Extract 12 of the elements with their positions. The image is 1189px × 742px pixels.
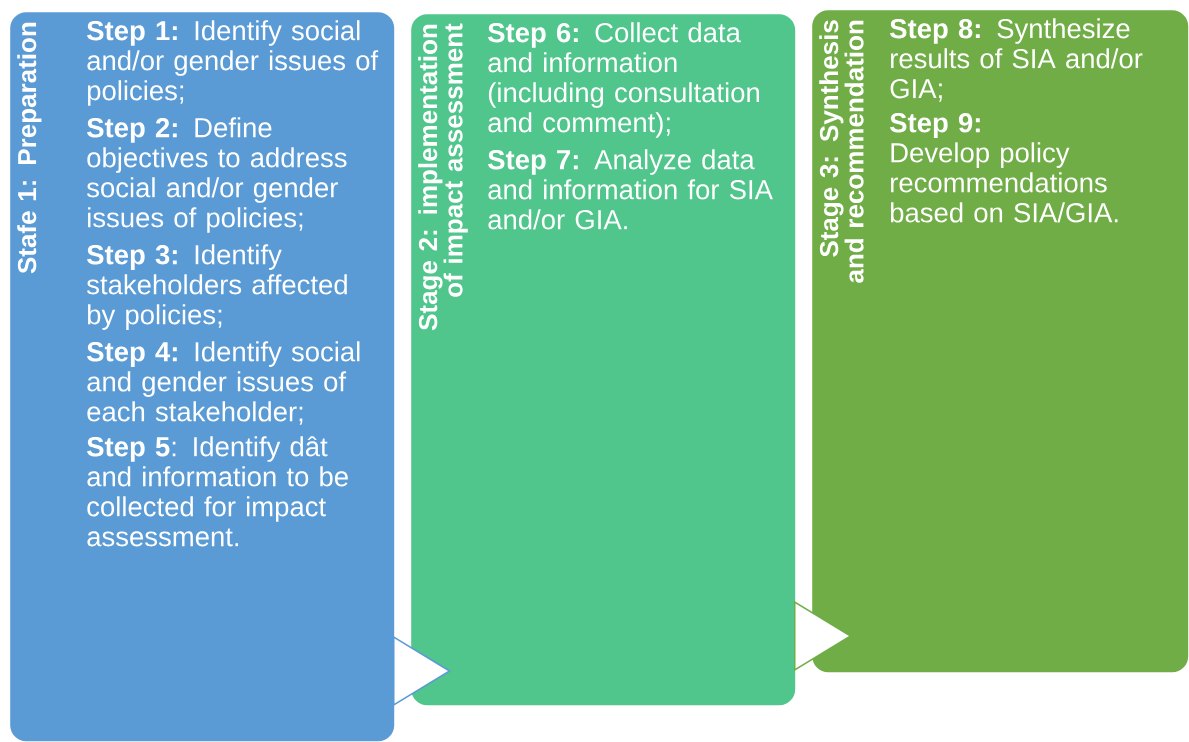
- step-text: Step 1: Identify social and/or gender issues of policies;: [87, 20, 379, 106]
- step-text: Step 3: Identify stakeholders affected by policies;: [86, 244, 347, 330]
- step-text: Step 5: Identify dât and information to be collected for impact assessment.: [87, 436, 348, 547]
- stage-title: Stage 3: Synthesis and recommendation: [819, 20, 864, 283]
- step-text: Step 2: Define objectives to address social and/or gender issues of policies;: [86, 117, 347, 233]
- step-text: Step 8: Synthesize results of SIA and/or GIA;: [890, 18, 1143, 102]
- stage-title: Stage 2: implementation of impact assessment: [418, 23, 468, 331]
- stage-title: Stafe 1: Preparation: [17, 22, 42, 274]
- step-text: Step 6: Collect data and information (including consultation and comment);: [488, 22, 759, 138]
- step-text: Step 9: Develop policy recommendations based on SIA/GIA.: [890, 113, 1118, 223]
- step-text: Step 4: Identify social and gender issues of each stakeholder;: [87, 341, 360, 425]
- step-text: Step 7: Analyze data and information for SIA and/or GIA.: [488, 149, 773, 230]
